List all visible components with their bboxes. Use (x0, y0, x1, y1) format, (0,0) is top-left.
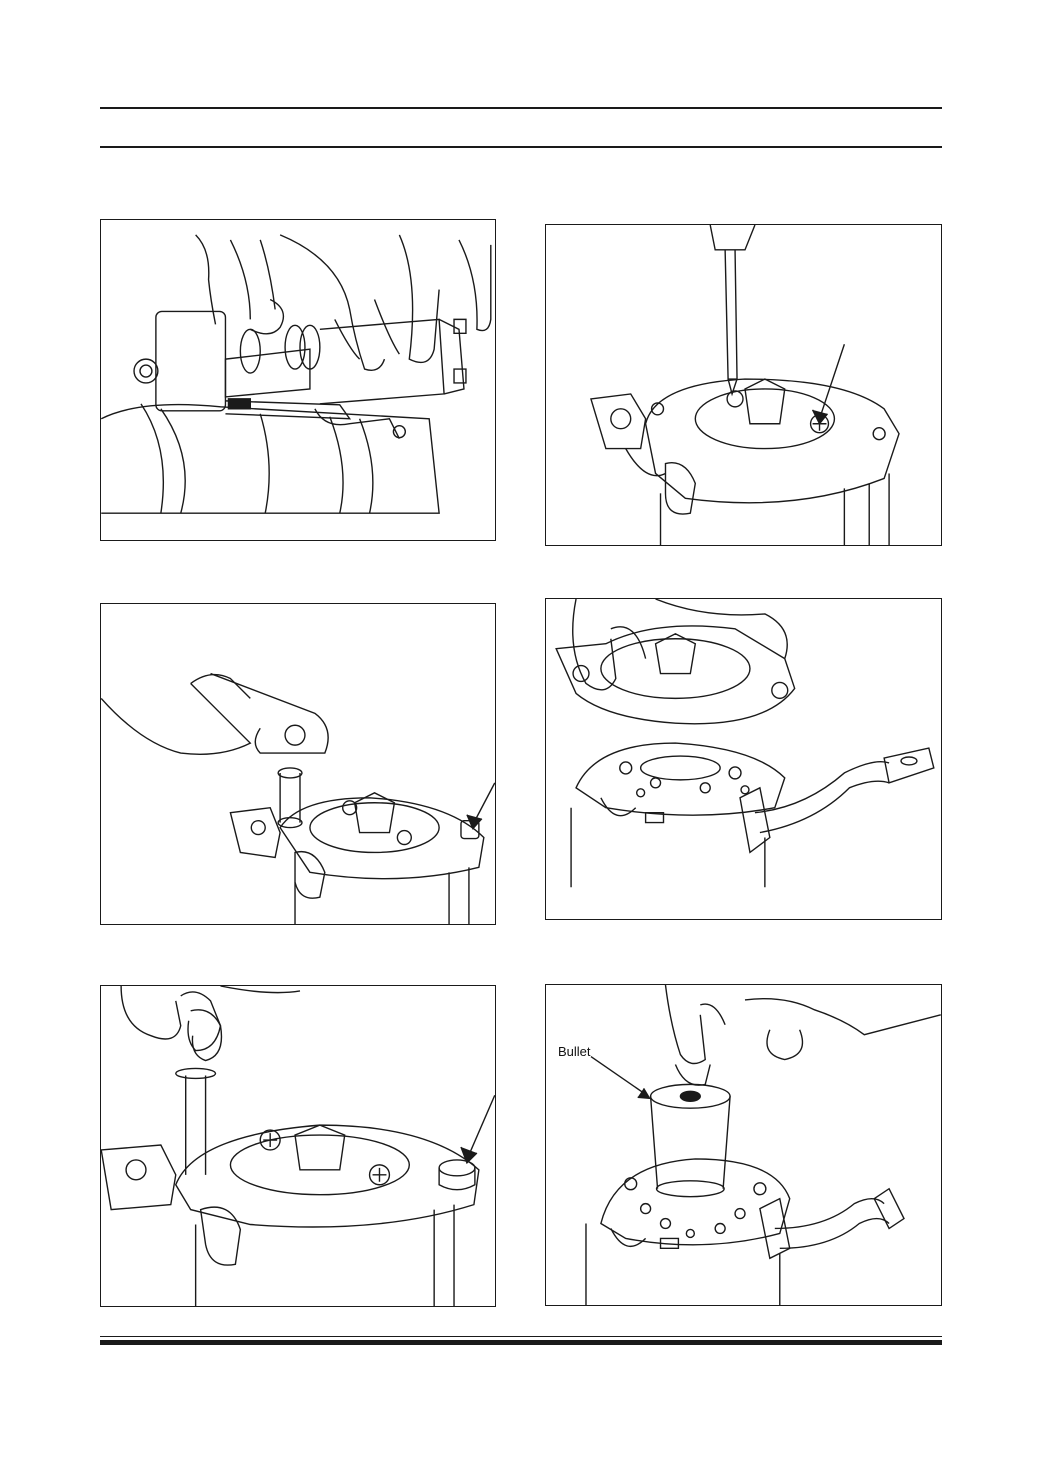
header-rule-bottom (100, 146, 942, 148)
figure-solenoid-removal (100, 219, 496, 541)
figure-through-bolts-ratchet (100, 603, 496, 925)
footer-rule-thick (100, 1340, 942, 1345)
figure-end-cover-screws (545, 224, 942, 546)
figure-through-bolt-removal (100, 985, 496, 1307)
bullet-label: Bullet (558, 1044, 591, 1059)
figure-end-cover-lift (545, 598, 942, 920)
solenoid-removal-illustration (101, 220, 495, 540)
end-cover-screws-illustration (546, 225, 941, 545)
end-cover-lift-illustration (546, 599, 941, 919)
bullet-fitting-illustration (546, 985, 941, 1305)
header-rule-top (100, 107, 942, 109)
figure-bullet-fitting: Bullet (545, 984, 942, 1306)
through-bolt-removal-illustration (101, 986, 495, 1306)
through-bolts-ratchet-illustration (101, 604, 495, 924)
footer-rule-thin (100, 1336, 942, 1337)
